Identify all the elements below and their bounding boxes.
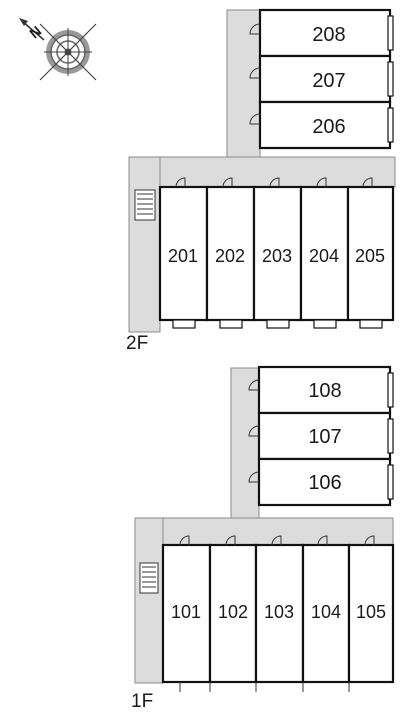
unit-103: 103 (254, 535, 305, 692)
unit-207: 207 (249, 54, 394, 104)
unit-label: 208 (312, 24, 345, 46)
unit-108: 108 (248, 365, 394, 415)
unit-label: 204 (309, 246, 339, 266)
unit-label: 102 (218, 602, 248, 622)
unit-label: 201 (168, 246, 198, 266)
unit-label: 106 (308, 472, 341, 494)
unit-203: 203 (252, 177, 303, 329)
unit-206: 206 (249, 100, 394, 150)
unit-204: 204 (299, 177, 350, 329)
unit-102: 102 (208, 535, 258, 692)
floor-label-1f: 1F (131, 691, 153, 712)
unit-105: 105 (347, 535, 395, 692)
compass-arrow-icon (19, 18, 45, 41)
unit-107: 107 (248, 411, 394, 461)
unit-104: 104 (301, 535, 351, 692)
unit-label: 202 (215, 246, 245, 266)
corridor-1f (134, 367, 394, 684)
unit-label: 103 (264, 602, 294, 622)
unit-label: 205 (355, 246, 385, 266)
unit-label: 104 (311, 602, 341, 622)
unit-label: 107 (308, 426, 341, 448)
compass-rose-icon (39, 23, 97, 81)
unit-label: 108 (308, 380, 341, 402)
compass: N (19, 18, 97, 81)
stairs-1f (139, 562, 159, 594)
corridor-2f (128, 9, 396, 333)
floor-label-2f: 2F (126, 333, 148, 354)
unit-205: 205 (346, 177, 395, 329)
unit-201: 201 (158, 177, 209, 329)
unit-label: 206 (312, 116, 345, 138)
unit-label: 203 (262, 246, 292, 266)
unit-106: 106 (248, 457, 394, 507)
unit-label: 105 (356, 602, 386, 622)
unit-label: 101 (171, 602, 201, 622)
unit-label: 207 (312, 70, 345, 92)
unit-101: 101 (161, 535, 212, 692)
unit-208: 208 (249, 8, 394, 58)
unit-202: 202 (205, 177, 256, 329)
stairs-2f (134, 189, 156, 221)
